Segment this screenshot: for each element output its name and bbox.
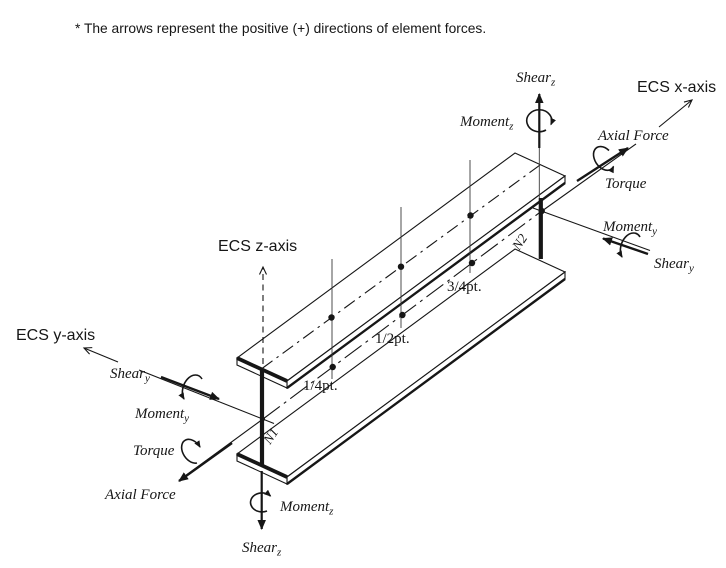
quarter-point-label-50: 1/2pt. — [375, 331, 410, 347]
n1-torque-label: Torque — [133, 443, 175, 459]
ecs-axes — [82, 99, 694, 364]
n1-axial-force-label: Axial Force — [104, 487, 176, 503]
axis-point-50 — [399, 311, 406, 319]
n1-shear-y-arrow — [160, 375, 220, 401]
ecs-y-axis-label: ECS y-axis — [16, 327, 95, 344]
bottom-flange-front-bottom-edge — [286, 278, 566, 485]
n1-moment-z-label: Momentz — [279, 499, 334, 518]
flange-point-25 — [328, 314, 335, 321]
ecs-y-axis-arrow — [82, 347, 119, 363]
ecs-z-axis-label: ECS z-axis — [218, 238, 297, 255]
quarter-point-label-75: 3/4pt. — [447, 279, 482, 295]
n2-axial-force-label: Axial Force — [597, 128, 669, 144]
n2-axial-force-arrow — [576, 146, 629, 183]
n2-shear-z-label: Shearz — [516, 70, 556, 89]
n2-moment-z-rotation-arrow — [525, 108, 557, 133]
n2-shear-y-arrow — [602, 237, 649, 256]
flange-point-75 — [467, 212, 474, 219]
axis-point-75 — [468, 259, 476, 267]
n1-moment-y-rotation-arrow — [178, 374, 203, 400]
quarter-point-markers — [261, 148, 545, 421]
bottom-flange-end-edge — [236, 452, 288, 479]
n1-moment-z-rotation-arrow — [249, 489, 272, 513]
n1-force-arrows — [138, 369, 275, 530]
n2-moment-y-rotation-arrow — [616, 232, 641, 258]
axis-point-25 — [329, 363, 336, 371]
flange-point-50 — [397, 263, 405, 270]
n2-shear-y-label: Sheary — [654, 256, 694, 275]
n1-moment-y-label: Momenty — [134, 406, 189, 425]
n1-shear-z-label: Shearz — [242, 540, 282, 559]
quarter-point-label-25: 1/4pt. — [303, 378, 338, 394]
n2-moment-y-label: Momenty — [602, 219, 657, 238]
n2-y-direction-line — [532, 207, 651, 252]
ecs-x-axis-label: ECS x-axis — [637, 79, 716, 96]
n1-shear-y-label: Sheary — [110, 366, 150, 385]
n1-torque-rotation-arrow — [180, 438, 201, 464]
n2-torque-rotation-arrow — [592, 145, 615, 174]
positive-directions-note: * The arrows represent the positive (+) … — [75, 21, 486, 36]
n2-force-arrows — [525, 93, 651, 258]
n1-y-direction-line — [138, 369, 275, 425]
n2-moment-z-label: Momentz — [459, 114, 514, 133]
n2-torque-label: Torque — [605, 176, 647, 192]
n1-axial-force-arrow — [178, 442, 233, 482]
top-flange-end-edge — [236, 356, 288, 383]
ecs-x-axis-arrow — [658, 99, 694, 128]
top-flange-front-bottom-edge — [286, 182, 566, 389]
